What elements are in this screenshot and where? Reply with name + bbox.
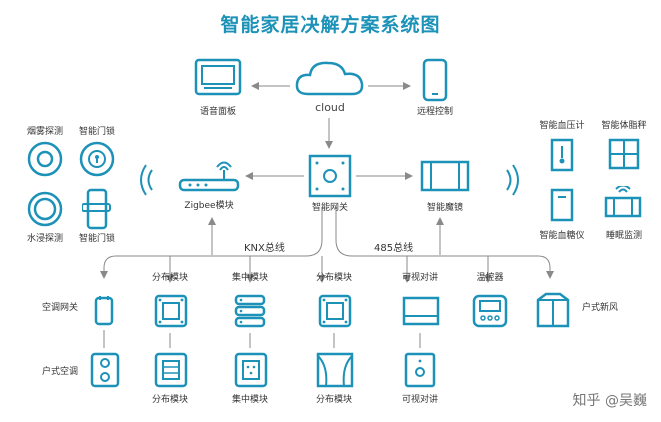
ac-gateway-label: 空调网关 <box>41 303 78 313</box>
dist-module-label-3: 分布模块 <box>151 395 188 405</box>
router-icon <box>178 161 240 192</box>
gateway-label: 智能网关 <box>311 203 348 213</box>
video-intercom-icon <box>402 296 440 326</box>
body-scale-icon <box>608 138 640 170</box>
door-lock-icon <box>79 141 115 177</box>
thermostat-icon <box>472 294 508 328</box>
cloud-icon <box>295 61 364 96</box>
zigbee-label: Zigbee模块 <box>184 201 234 211</box>
485-bus-label: 485总线 <box>374 243 414 254</box>
intercom-label-1: 可视对讲 <box>401 273 438 283</box>
door-lock-label-2: 智能门锁 <box>78 234 115 244</box>
glucose-meter-icon <box>550 188 574 222</box>
home-ac-label: 户式空调 <box>41 367 78 377</box>
phone-icon <box>422 58 448 102</box>
sleep-monitor-icon <box>604 186 642 218</box>
intercom-label-2: 可视对讲 <box>401 395 438 405</box>
magic-mirror-icon <box>420 160 470 192</box>
diagram-title: 智能家居决解方案系统图 <box>220 14 441 36</box>
water-label: 水浸探测 <box>26 234 63 244</box>
fresh-air-label: 户式新风 <box>581 303 618 313</box>
central-module-icon <box>234 294 266 328</box>
curtain-icon <box>316 352 354 388</box>
bp-label: 智能血压计 <box>539 121 585 131</box>
dist-module-label-2: 分布模块 <box>315 273 352 283</box>
home-ac-icon <box>90 352 120 388</box>
glucose-label: 智能血糖仪 <box>539 231 585 241</box>
door-lock-label-1: 智能门锁 <box>78 127 115 137</box>
cloud-label: cloud <box>315 101 345 114</box>
fresh-air-icon <box>536 292 570 328</box>
scale-label: 智能体脂秤 <box>601 121 647 131</box>
thermostat-label: 温控器 <box>476 273 504 283</box>
smoke-detector-icon <box>27 141 63 177</box>
intercom-doorbell-icon <box>404 352 436 388</box>
central-module-panel-icon <box>234 352 268 388</box>
ac-gateway-icon <box>94 296 114 326</box>
dist-module-label-4: 分布模块 <box>315 395 352 405</box>
voice-panel-label: 语音面板 <box>199 107 236 117</box>
dist-module-label-1: 分布模块 <box>151 273 188 283</box>
central-module-label-2: 集中模块 <box>231 395 268 405</box>
smoke-label: 烟雾探测 <box>26 127 63 137</box>
water-detector-icon <box>27 191 63 227</box>
door-handle-icon <box>82 188 111 230</box>
distribution-module-icon-2 <box>318 294 352 328</box>
distribution-module-icon-3 <box>154 352 188 388</box>
gateway-icon <box>308 154 352 198</box>
sleep-label: 睡眠监测 <box>605 231 642 241</box>
knx-bus-label: KNX总线 <box>244 243 285 254</box>
remote-label: 远程控制 <box>416 107 453 117</box>
bp-monitor-icon <box>550 138 574 172</box>
central-module-label-1: 集中模块 <box>231 273 268 283</box>
watermark: 知乎 @吴巍 <box>572 393 647 409</box>
mirror-label: 智能魔镜 <box>426 203 463 213</box>
voice-panel-icon <box>194 58 242 96</box>
distribution-module-icon-1 <box>154 294 188 328</box>
